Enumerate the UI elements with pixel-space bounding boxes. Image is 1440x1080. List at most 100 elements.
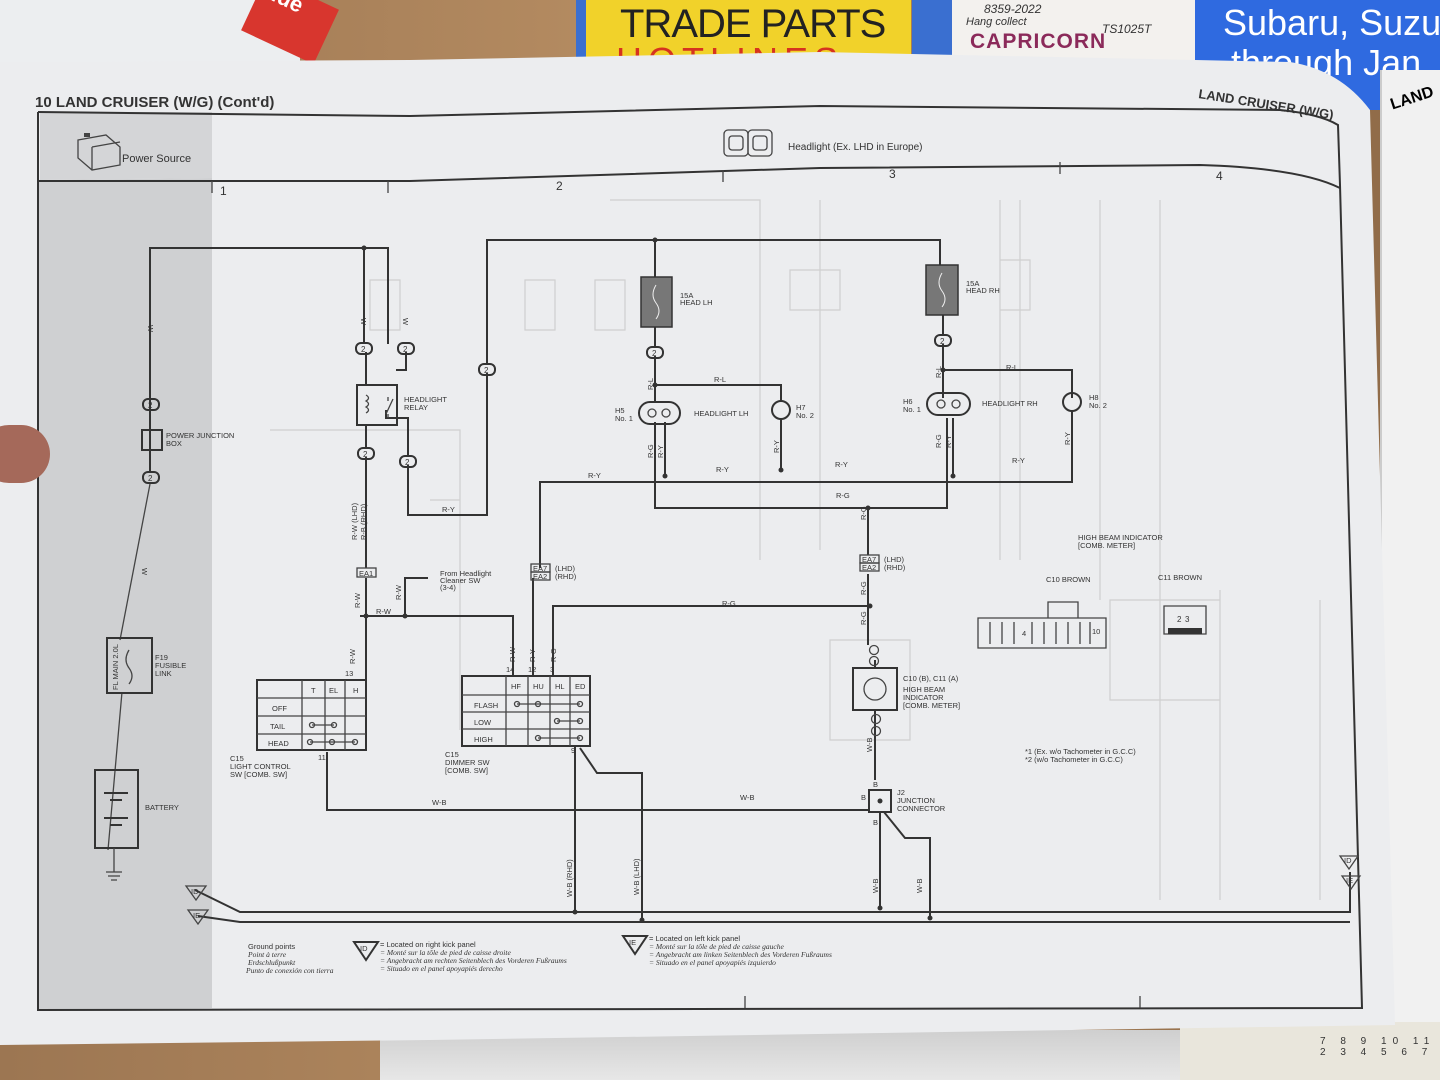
svg-text:R-B (RHD): R-B (RHD) bbox=[359, 503, 368, 540]
svg-text:W-B: W-B bbox=[432, 798, 446, 807]
headlight-lh-no1 bbox=[638, 401, 681, 425]
svg-text:12: 12 bbox=[528, 665, 536, 674]
column-2: 2 bbox=[556, 179, 563, 193]
svg-text:ID: ID bbox=[191, 887, 199, 896]
page-title: 10 LAND CRUISER (W/G) (Cont'd) bbox=[35, 94, 274, 111]
svg-text:2: 2 bbox=[405, 458, 410, 467]
svg-text:= Located on right kick panel: = Located on right kick panel bbox=[380, 940, 476, 949]
connector-ea7-ea2-left: EA7 EA2 (LHD) (RHD) bbox=[530, 563, 577, 581]
svg-text:LOW: LOW bbox=[474, 718, 492, 727]
svg-text:W: W bbox=[146, 325, 155, 333]
from-cleaner-label-2: Cleaner SW bbox=[440, 576, 481, 585]
svg-text:W: W bbox=[401, 318, 410, 326]
fl-main-label: FL MAIN 2.0L bbox=[111, 644, 120, 690]
svg-text:R-Y: R-Y bbox=[944, 435, 953, 448]
svg-text:FLASH: FLASH bbox=[474, 701, 498, 710]
fuse-icon bbox=[125, 649, 133, 685]
battery-icon bbox=[77, 133, 121, 171]
connector-ea7-ea2-right: EA7 EA2 (LHD) (RHD) bbox=[859, 554, 906, 572]
high-beam-indicator bbox=[852, 644, 898, 737]
connector-bus: 2 bbox=[478, 363, 496, 376]
svg-text:Erdschlußpunkt: Erdschlußpunkt bbox=[247, 958, 296, 967]
high-beam-label-2: INDICATOR bbox=[903, 693, 944, 702]
fuse-lh-amp: 15A bbox=[680, 291, 693, 300]
svg-text:HL: HL bbox=[555, 682, 565, 691]
finger bbox=[0, 425, 50, 483]
h7-id: H7 bbox=[796, 403, 806, 412]
svg-text:EA2: EA2 bbox=[862, 563, 876, 572]
ground-triangle-id: ID bbox=[184, 885, 208, 902]
svg-text:IE: IE bbox=[1346, 876, 1353, 885]
svg-text:3: 3 bbox=[1185, 615, 1190, 624]
svg-text:= Monté sur la tôle de pied de: = Monté sur la tôle de pied de caisse dr… bbox=[380, 948, 511, 957]
fuse-rh-amp: 15A bbox=[966, 279, 979, 288]
relay-switch-icon bbox=[385, 397, 394, 418]
svg-text:(RHD): (RHD) bbox=[884, 563, 906, 572]
svg-text:EA1: EA1 bbox=[359, 569, 373, 578]
ground-legend: Ground points Point à terre Erdschlußpun… bbox=[245, 934, 832, 975]
svg-text:(LHD): (LHD) bbox=[884, 555, 905, 564]
svg-text:10: 10 bbox=[1092, 627, 1100, 636]
svg-text:2: 2 bbox=[148, 401, 153, 410]
light-control-switch-table: T EL H OFF TAIL HEAD 13 11 bbox=[256, 669, 367, 762]
subaru-title: Subaru, Suzu bbox=[1223, 2, 1440, 43]
svg-text:TAIL: TAIL bbox=[270, 722, 285, 731]
frame-header-bottom bbox=[38, 163, 1341, 189]
svg-text:2: 2 bbox=[652, 349, 657, 358]
high-beam-label: HIGH BEAM bbox=[903, 685, 945, 694]
high-beam-connectors: C10 (B), C11 (A) bbox=[903, 674, 959, 683]
dimmer-label-2: [COMB. SW] bbox=[445, 766, 488, 775]
connectors: 2 2 2 2 2 2 2 2 2 bbox=[142, 334, 952, 484]
h6-no: No. 1 bbox=[903, 405, 921, 414]
hbi-title-2: [COMB. METER] bbox=[1078, 541, 1135, 550]
svg-text:R-G: R-G bbox=[549, 648, 558, 662]
footnote-2: *2 (w/o Tachometer in G.C.C) bbox=[1025, 755, 1123, 764]
svg-text:W-B: W-B bbox=[871, 879, 880, 893]
h6-id: H6 bbox=[903, 397, 913, 406]
h5-no: No. 1 bbox=[615, 414, 633, 423]
svg-text:2: 2 bbox=[484, 366, 489, 375]
svg-text:H: H bbox=[353, 686, 358, 695]
svg-text:W-B: W-B bbox=[865, 738, 874, 752]
svg-text:= Situado en el panel apoyapié: = Situado en el panel apoyapiés izquierd… bbox=[649, 958, 776, 967]
svg-text:R-Y: R-Y bbox=[588, 471, 601, 480]
svg-text:W-B: W-B bbox=[915, 879, 924, 893]
j2-id: J2 bbox=[897, 788, 905, 797]
h7-no: No. 2 bbox=[796, 411, 814, 420]
light-switch-id: C15 bbox=[230, 754, 244, 763]
connector-relay-1: 2 bbox=[355, 342, 373, 355]
svg-text:OFF: OFF bbox=[272, 704, 287, 713]
svg-text:R-W: R-W bbox=[348, 648, 357, 664]
h5-id: H5 bbox=[615, 406, 625, 415]
svg-text:R-G: R-G bbox=[836, 491, 850, 500]
column-4: 4 bbox=[1216, 169, 1223, 183]
svg-text:= Monté sur la tôle de pied de: = Monté sur la tôle de pied de caisse ga… bbox=[649, 942, 784, 951]
headlight-rh-no2 bbox=[1062, 392, 1082, 412]
frame-outline bbox=[37, 112, 1364, 1012]
connector-pjb-out: 2 bbox=[142, 471, 160, 484]
column-3: 3 bbox=[889, 167, 896, 181]
svg-text:W: W bbox=[359, 318, 368, 326]
connector-fuse-rh: 2 bbox=[934, 334, 952, 347]
svg-text:R-G: R-G bbox=[722, 599, 736, 608]
section-headlight: Headlight (Ex. LHD in Europe) bbox=[788, 142, 923, 153]
column-ticks bbox=[211, 162, 1141, 1008]
connector-relay-4: 2 bbox=[399, 455, 417, 468]
svg-text:R-Y: R-Y bbox=[1012, 456, 1025, 465]
h8-id: H8 bbox=[1089, 393, 1099, 402]
connector-fuse-lh: 2 bbox=[646, 346, 664, 359]
svg-text:2: 2 bbox=[403, 345, 408, 354]
headlight-relay-box bbox=[356, 384, 398, 426]
svg-text:R-G: R-G bbox=[859, 611, 868, 625]
svg-text:B: B bbox=[873, 780, 878, 789]
headlight-lh-no2 bbox=[771, 400, 791, 420]
svg-text:IE: IE bbox=[629, 938, 636, 947]
svg-text:EL: EL bbox=[329, 686, 338, 695]
svg-text:R-W: R-W bbox=[394, 584, 403, 600]
h8-no: No. 2 bbox=[1089, 401, 1107, 410]
svg-text:R-Y: R-Y bbox=[442, 505, 455, 514]
footnote-1: *1 (Ex. w/o Tachometer in G.C.C) bbox=[1025, 747, 1136, 756]
svg-text:= Located on left kick panel: = Located on left kick panel bbox=[649, 934, 740, 943]
battery-box bbox=[94, 769, 139, 849]
